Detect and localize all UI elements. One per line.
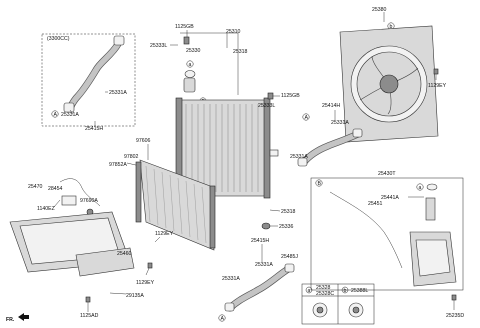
radiator-tank-right [263,97,271,199]
reservoir-group: 25430T B a 25441A 25451 25235D [310,171,464,319]
callout-b-letter: b [390,24,393,30]
3300cc-box [41,33,136,127]
label-25415h: 25415H [85,126,103,132]
label-25336: 25336 [279,224,294,230]
label-25388l: 25388L [351,288,368,294]
callout-A [51,110,59,118]
label-25328c: 25328C [316,291,334,297]
label-1125gb: 1125GB [281,93,300,99]
callout-a-letter: a [419,185,422,191]
callout-B [315,179,323,187]
label-1129ey: 1129EY [155,231,174,237]
bolt-icon [85,296,91,303]
label-28454: 28454 [48,186,63,192]
cap-center-icon [316,306,324,314]
callout-b-letter: b [344,288,347,294]
reservoir-cap-icon [426,183,438,191]
condenser-tank [135,161,142,223]
plug-center-icon [352,306,360,314]
cap-icon [184,70,196,78]
label-25460: 25460 [117,251,132,257]
condenser-core [139,159,215,251]
callout-a-letter: a [189,62,192,68]
callout-A [302,113,310,121]
clamp-icon [224,302,235,312]
label-25451: 25451 [368,201,383,207]
outlet-pipe [269,149,279,157]
callout-A [218,314,226,322]
clamp-icon [63,102,75,113]
front-indicator: FR. [6,313,29,323]
drain-plug [261,222,271,230]
bolt-icon [267,92,274,100]
label-25328: 25328 [316,285,331,291]
label-25333l: 25333L [150,43,167,49]
bolt-icon [451,294,457,301]
3300cc-hose-group: (3300CC) 25331A A 25331A 25415H [41,33,136,132]
reservoir-neck [425,197,436,221]
label-25330: 25330 [186,48,201,54]
label-1125gb: 1125GB [175,24,194,30]
filler-neck [183,77,196,93]
label-25414h: 25414H [322,103,340,109]
lower-guard [75,247,135,277]
label-97690a: 97690A [80,198,98,204]
fr-label: FR. [6,317,15,323]
label-25235d: 25235D [446,313,464,319]
label-97802: 97802 [124,154,139,160]
label-25485j: 25485J [281,254,298,260]
bolt-icon [183,36,190,45]
label-25470: 25470 [28,184,43,190]
clamp-icon [297,157,308,167]
label-25333l: 25333L [258,103,275,109]
reservoir-box [310,177,464,291]
front-arrow-icon [18,313,29,321]
callout-A-letter: A [305,115,309,121]
label-25441a: 25441A [381,195,399,201]
bolt-icon [433,68,439,75]
label-1140ez: 1140EZ [37,206,55,212]
legend-table: a 25328 25328C b 25388L [301,283,375,325]
condenser-group: 97606 97802 97852A 25470 28454 1140EZ 97… [28,138,216,251]
clamp-icon [284,263,295,273]
reservoir-window [415,239,451,277]
label-25331a: 25331A [290,154,308,160]
condenser-tank-right [209,185,216,249]
hose-25414h-group: 25414H 25331A A 25331A [290,103,363,167]
callout-A-letter: A [221,316,225,322]
fan-motor [379,74,399,94]
bolt-icon [147,262,153,269]
label-1129ey: 1129EY [136,280,155,286]
label-25430t: 25430T [378,171,396,177]
label-25331a: 25331A [222,276,240,282]
callout-a [416,183,424,191]
label-97606: 97606 [136,138,151,144]
pipe-bracket [61,195,77,206]
label-1125ad: 1125AD [80,313,99,319]
hose-25415h-group: 25415H 25485J 25331A 25331A A [218,238,298,322]
label-25331a: 25331A [109,90,127,96]
callout-B-letter: B [318,181,322,187]
label-3300cc: (3300CC) [47,36,70,42]
label-25331a: 25331A [61,112,79,118]
label-1129ey: 1129EY [428,83,447,89]
fan-shroud-group: 25380 b 1129EY [339,7,447,143]
label-25380: 25380 [372,7,387,13]
clamp-icon [113,35,125,46]
label-97852a: 97852A [109,162,127,168]
label-25310: 25310 [226,29,241,35]
callout-a [186,60,194,68]
callout-a-letter: a [308,288,311,294]
callout-A-letter: A [54,112,58,118]
label-25331a: 25331A [255,262,273,268]
label-25415h: 25415H [251,238,269,244]
label-25331a: 25331A [331,120,349,126]
air-guard-group: 25460 1129EY 1129EY 29135A 1125AD [9,211,174,319]
label-29135a: 29135A [126,293,144,299]
label-25318: 25318 [233,49,248,55]
clamp-icon [352,128,363,138]
label-25318: 25318 [281,209,296,215]
